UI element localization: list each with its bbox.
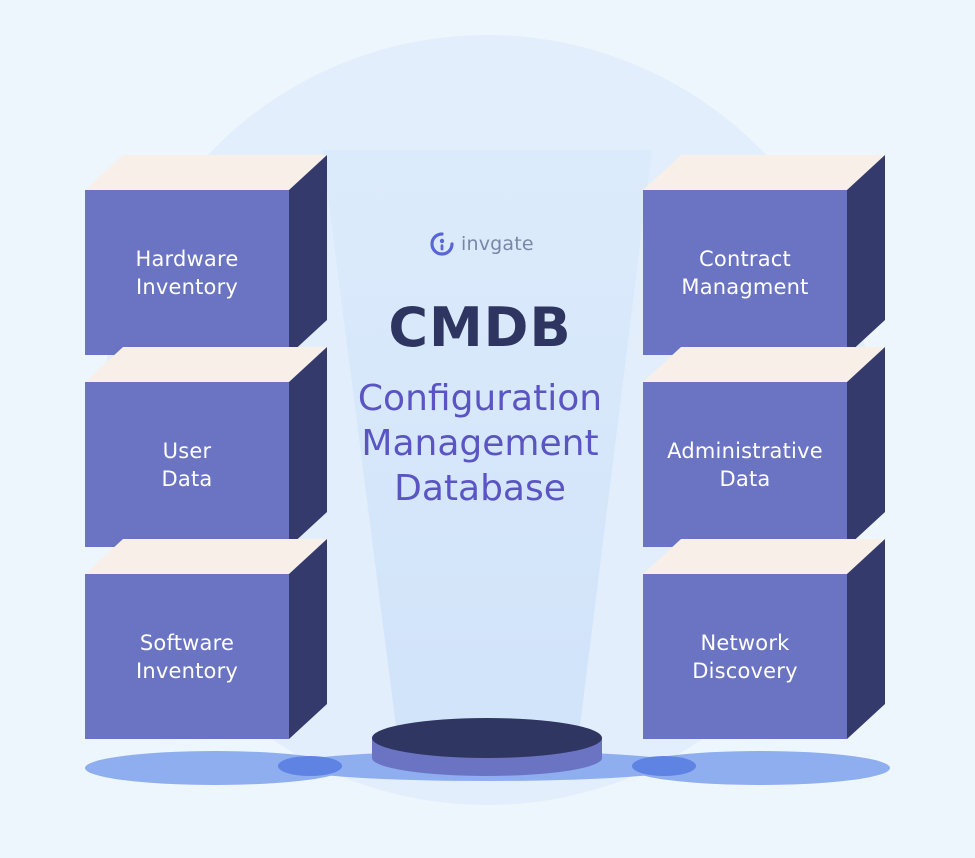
- box-label-line: Contract: [699, 246, 791, 271]
- light-beam: [322, 150, 652, 742]
- box-hardware-inventory: [85, 155, 327, 355]
- box-label-line: User: [162, 438, 212, 463]
- box-label-line: Inventory: [135, 658, 239, 683]
- box-label-line: Data: [161, 466, 213, 491]
- subtitle-line: Management: [361, 423, 599, 464]
- box-label-line: Data: [719, 466, 771, 491]
- box-label-line: Discovery: [692, 658, 798, 683]
- right-glow-spot: [632, 756, 696, 776]
- box-label-line: Administrative: [667, 438, 823, 463]
- subtitle-line: Database: [394, 468, 566, 509]
- subtitle-line: Configuration: [357, 378, 603, 419]
- box-network-discovery: [643, 539, 885, 739]
- box-label-line: Managment: [681, 274, 809, 299]
- box-label-contract-managment: Contract Managment: [643, 190, 847, 355]
- box-label-line: Software: [139, 630, 235, 655]
- box-label-software-inventory: Software Inventory: [85, 574, 289, 739]
- right-ground-shadow: [630, 751, 890, 785]
- box-label-hardware-inventory: Hardware Inventory: [85, 190, 289, 355]
- left-glow-spot: [278, 756, 342, 776]
- brand-logo: invgate: [430, 232, 534, 256]
- pedestal: [372, 718, 602, 776]
- right-box-stack: [643, 155, 885, 739]
- box-label-network-discovery: Network Discovery: [643, 574, 847, 739]
- invgate-logo-icon: [430, 232, 454, 256]
- left-box-stack: [85, 155, 327, 739]
- box-contract-managment: [643, 155, 885, 355]
- box-user-data: [85, 347, 327, 547]
- page-title: CMDB: [388, 296, 572, 359]
- box-label-user-data: User Data: [85, 382, 289, 547]
- box-label-line: Inventory: [135, 274, 239, 299]
- box-label-administrative-data: Administrative Data: [643, 382, 847, 547]
- page-subtitle: Configuration Management Database: [300, 376, 660, 511]
- brand-name: invgate: [461, 233, 534, 255]
- box-label-line: Network: [700, 630, 790, 655]
- box-label-line: Hardware: [135, 246, 239, 271]
- box-software-inventory: [85, 539, 327, 739]
- box-administrative-data: [643, 347, 885, 547]
- left-ground-shadow: [85, 751, 345, 785]
